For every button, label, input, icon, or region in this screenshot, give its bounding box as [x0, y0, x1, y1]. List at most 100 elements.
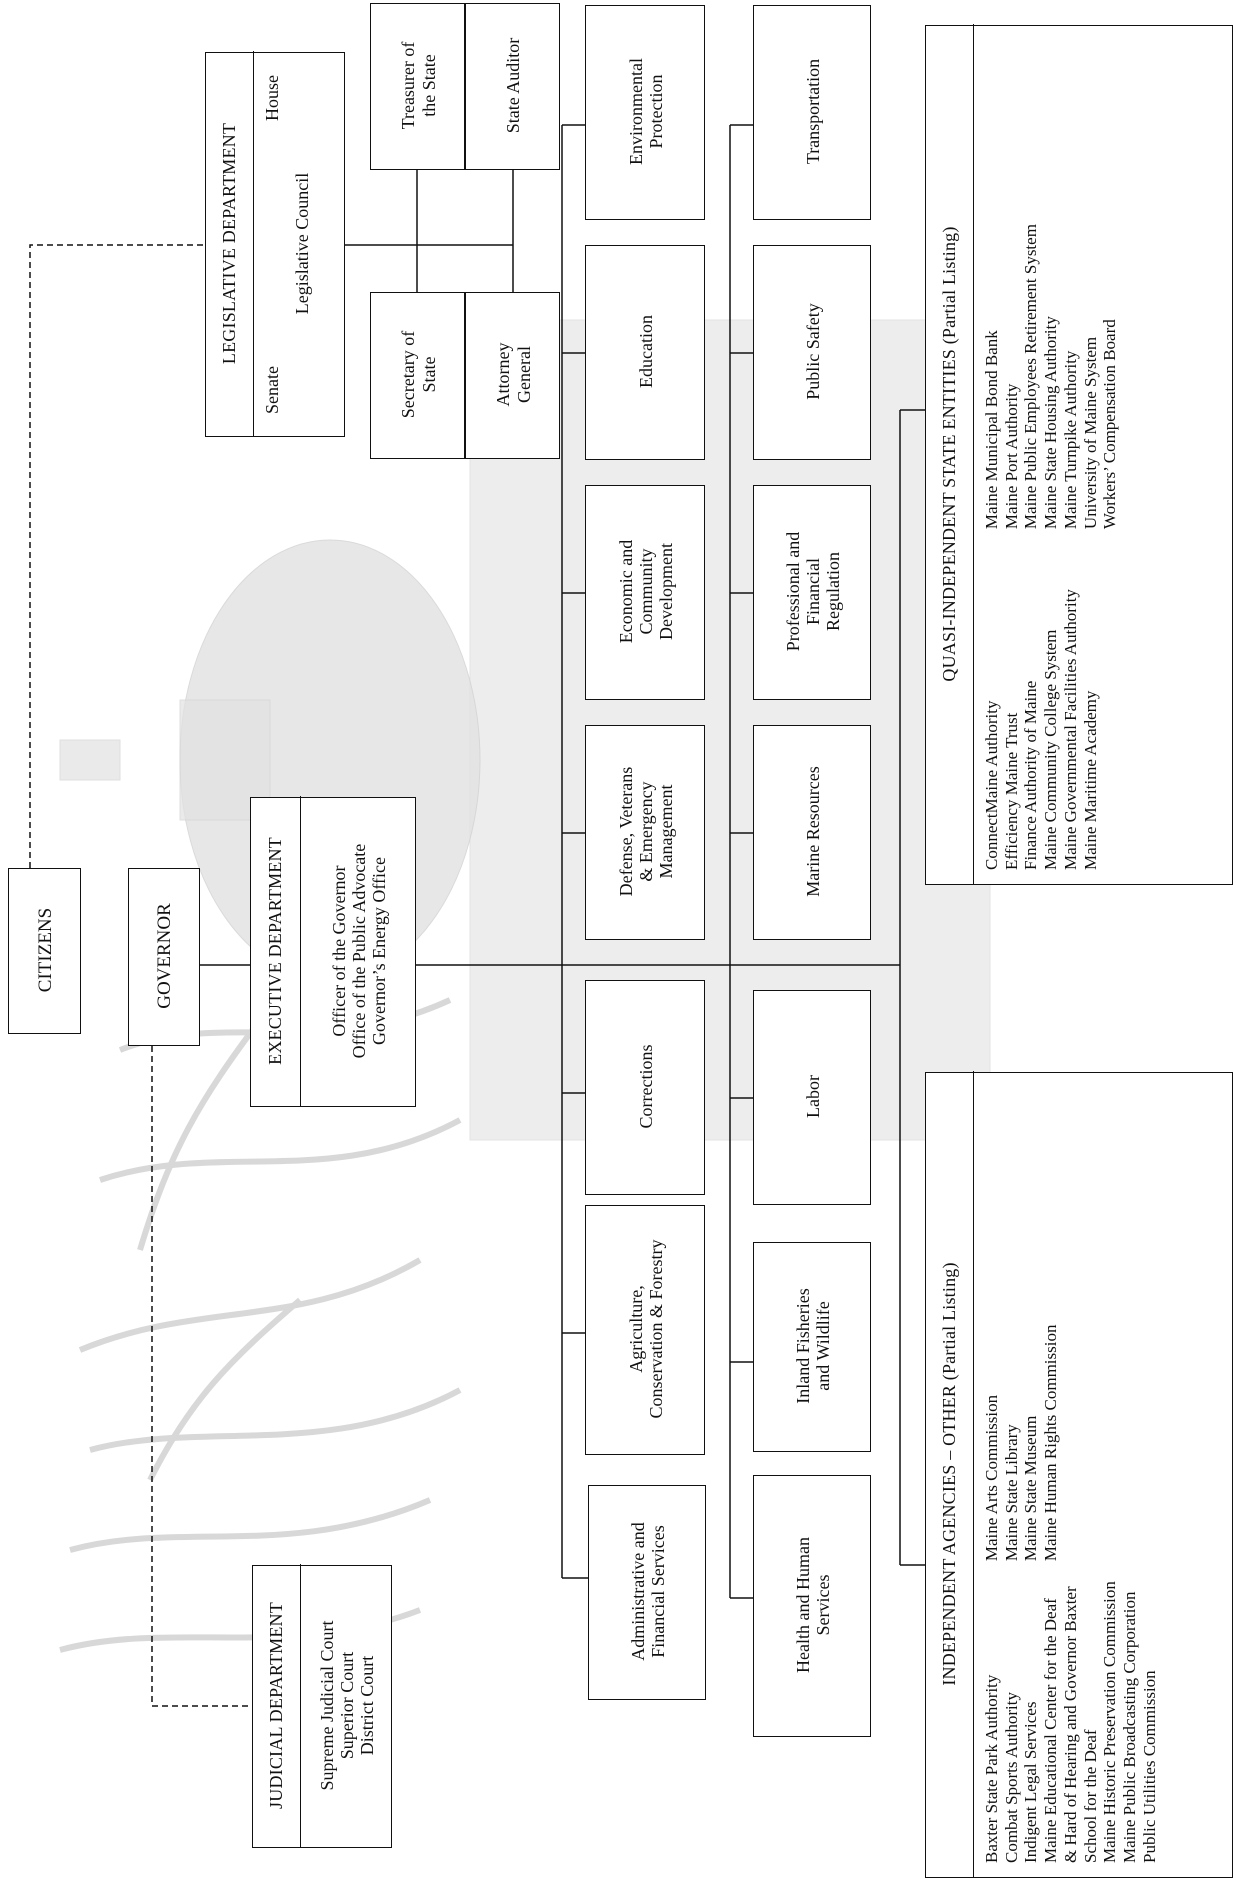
- legislative-title: LEGISLATIVE DEPARTMENT: [206, 51, 254, 436]
- agency-item: School for the Deaf: [1080, 1729, 1100, 1863]
- department-box-defense: Defense, Veterans & Emergency Management: [585, 725, 705, 940]
- legislative-department-box: LEGISLATIVE DEPARTMENT Senate Legislativ…: [205, 51, 345, 437]
- senate-label: Senate: [262, 366, 282, 414]
- executive-office: Office of the Public Advocate: [348, 843, 369, 1059]
- agency-item: Maine Arts Commission: [982, 1394, 1001, 1562]
- department-label: Marine Resources: [802, 766, 823, 897]
- entity-item: Maine Governmental Facilities Authority: [1060, 589, 1080, 870]
- entity-item: Maine State Housing Authority: [1041, 316, 1061, 530]
- department-label: Environmental: [625, 58, 646, 165]
- treasurer-label: the State: [418, 54, 439, 117]
- department-label: Public Safety: [802, 303, 823, 400]
- agency-item: Public Utilities Commission: [1139, 1670, 1159, 1863]
- secretary-of-state-label: State: [418, 356, 439, 393]
- department-box-labor: Labor: [753, 990, 871, 1205]
- department-label: Labor: [802, 1075, 823, 1118]
- agency-item: Maine State Library: [1001, 1424, 1021, 1562]
- department-label: Administrative and: [627, 1522, 648, 1661]
- entity-item: Maine Municipal Bond Bank: [982, 330, 1001, 530]
- department-label: Agriculture,: [625, 1285, 646, 1373]
- attorney-general-label: Attorney: [493, 342, 514, 407]
- department-label: Services: [813, 1574, 833, 1636]
- department-label: Defense, Veterans: [615, 766, 636, 897]
- quasi-entities-list: ConnectMaine Authority Efficiency Maine …: [982, 589, 1226, 870]
- legislative-council-label: Legislative Council: [292, 172, 312, 315]
- department-box-administrative: Administrative and Financial Services: [588, 1485, 706, 1700]
- executive-office: Governor’s Energy Office: [369, 857, 390, 1045]
- department-label: & Emergency: [635, 781, 656, 882]
- agency-item: Maine Public Broadcasting Corporation: [1120, 1591, 1140, 1863]
- entity-item: Maine Community College System: [1041, 629, 1061, 870]
- agency-item: Maine State Museum: [1021, 1415, 1041, 1562]
- entity-item: Maine Maritime Academy: [1080, 690, 1100, 870]
- department-label: Education: [635, 315, 656, 388]
- department-label: Development: [656, 543, 677, 640]
- executive-office: Officer of the Governor: [328, 865, 349, 1037]
- entity-item: Maine Port Authority: [1001, 383, 1021, 530]
- department-label: Economic and: [615, 539, 636, 644]
- department-label: Financial: [802, 558, 823, 625]
- department-label: Financial Services: [648, 1525, 668, 1658]
- judicial-department-box: JUDICIAL DEPARTMENT Supreme Judicial Cou…: [252, 1564, 392, 1848]
- department-label: Inland Fisheries: [792, 1288, 813, 1404]
- quasi-independent-title: QUASI-INDEPENDENT STATE ENTITIES (Partia…: [926, 24, 974, 884]
- court-label: Supreme Judicial Court: [316, 1620, 337, 1791]
- state-auditor-box: State Auditor: [465, 3, 560, 170]
- quasi-entities-list: Maine Municipal Bond Bank Maine Port Aut…: [982, 224, 1226, 529]
- department-box-agriculture: Agriculture, Conservation & Forestry: [585, 1205, 705, 1455]
- department-box-corrections: Corrections: [585, 980, 705, 1195]
- attorney-general-label: General: [513, 346, 534, 403]
- secretary-of-state-box: Secretary of State: [370, 292, 465, 459]
- judicial-title: JUDICIAL DEPARTMENT: [253, 1564, 301, 1847]
- department-label: Transportation: [802, 58, 823, 165]
- entity-item: Efficiency Maine Trust: [1001, 712, 1021, 870]
- attorney-general-box: Attorney General: [465, 292, 560, 459]
- secretary-of-state-label: Secretary of: [398, 330, 419, 419]
- department-box-education: Education: [585, 245, 705, 460]
- agency-item: Combat Sports Authority: [1001, 1692, 1021, 1863]
- independent-agencies-list: Baxter State Park Authority Combat Sport…: [982, 1581, 1226, 1863]
- entity-item: Workers’ Compensation Board: [1100, 319, 1120, 530]
- department-box-inland-fisheries: Inland Fisheries and Wildlife: [753, 1242, 871, 1452]
- entity-item: Maine Turnpike Authority: [1060, 350, 1080, 530]
- entity-item: University of Maine System: [1080, 336, 1100, 530]
- department-box-economic: Economic and Community Development: [585, 485, 705, 700]
- department-label: Conservation & Forestry: [646, 1239, 666, 1419]
- governor-box: GOVERNOR: [128, 868, 200, 1046]
- governor-label: GOVERNOR: [154, 903, 176, 1009]
- agency-item: & Hard of Hearing and Governor Baxter: [1060, 1586, 1080, 1863]
- independent-agencies-list: Maine Arts Commission Maine State Librar…: [982, 1325, 1226, 1562]
- department-box-environmental: Environmental Protection: [585, 5, 705, 220]
- agency-item: Maine Educational Center for the Deaf: [1041, 1598, 1061, 1863]
- citizens-legislative-link: [29, 244, 205, 868]
- department-label: Community: [635, 548, 656, 635]
- agency-item: Baxter State Park Authority: [982, 1674, 1001, 1863]
- agency-item: Maine Historic Preservation Commission: [1100, 1581, 1120, 1863]
- agency-item: Maine Human Rights Commission: [1041, 1324, 1061, 1562]
- department-box-public-safety: Public Safety: [753, 245, 871, 460]
- quasi-independent-entities-box: QUASI-INDEPENDENT STATE ENTITIES (Partia…: [925, 24, 1233, 885]
- court-label: District Court: [357, 1655, 378, 1756]
- department-box-health: Health and Human Services: [753, 1475, 871, 1737]
- executive-title: EXECUTIVE DEPARTMENT: [251, 796, 301, 1106]
- department-label: Professional and: [782, 531, 803, 652]
- house-label: House: [262, 75, 282, 121]
- department-box-transportation: Transportation: [753, 5, 871, 220]
- executive-department-box: EXECUTIVE DEPARTMENT Officer of the Gove…: [250, 796, 416, 1107]
- department-label: Management: [656, 784, 677, 879]
- department-label: Corrections: [635, 1044, 656, 1129]
- citizens-box: CITIZENS: [8, 868, 81, 1034]
- entity-item: Maine Public Employees Retirement System: [1021, 224, 1041, 530]
- state-auditor-label: State Auditor: [503, 37, 524, 134]
- governor-judicial-link: [151, 1046, 252, 1707]
- department-label: Protection: [646, 74, 666, 149]
- agency-item: Indigent Legal Services: [1021, 1701, 1041, 1863]
- department-label: Health and Human: [792, 1537, 813, 1673]
- entity-item: ConnectMaine Authority: [982, 700, 1001, 870]
- court-label: Superior Court: [336, 1651, 357, 1760]
- department-box-professional: Professional and Financial Regulation: [753, 485, 871, 700]
- department-label: Regulation: [823, 552, 844, 631]
- department-label: and Wildlife: [813, 1301, 833, 1391]
- entity-item: Finance Authority of Maine: [1021, 680, 1041, 870]
